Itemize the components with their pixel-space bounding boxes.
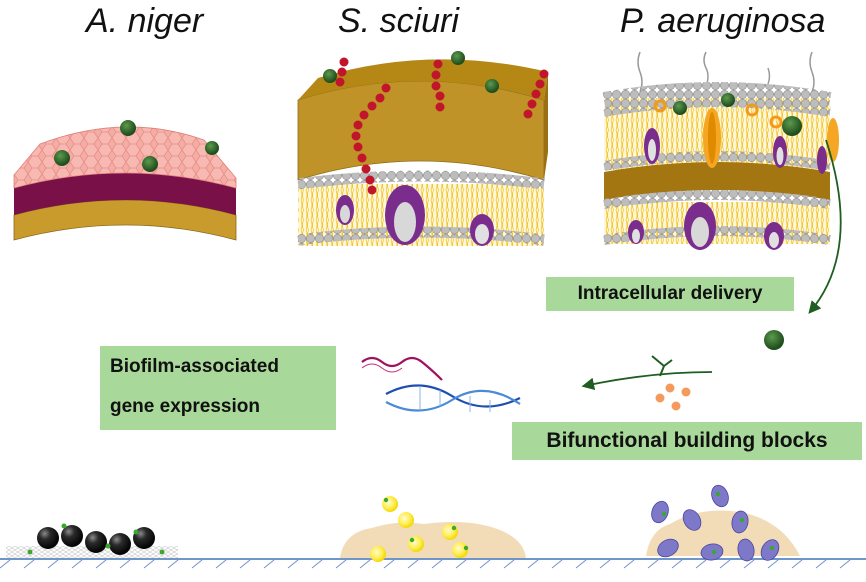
rna-dna-illustration [361, 356, 521, 412]
title-s-sciuri: S. sciuri [338, 2, 459, 40]
nanoparticle [764, 330, 784, 350]
title-p-aeruginosa: P. aeruginosa [620, 2, 826, 40]
bifunctional-building-blocks-label: Bifunctional building blocks [512, 422, 862, 460]
a-niger-wall [13, 120, 237, 241]
nanoparticle [205, 141, 219, 155]
p-aeruginosa-envelope [602, 51, 839, 250]
biofilm-gene-expression-label: Biofilm-associated gene expression [100, 346, 336, 430]
building-block-molecule [651, 355, 673, 377]
biofilm-label-line1: Biofilm-associated [110, 356, 279, 377]
nanoparticle [142, 156, 158, 172]
s-sciuri-wall [297, 51, 549, 246]
delivery-arrow [808, 139, 842, 314]
biofilm-label-line2: gene expression [110, 396, 260, 417]
intracellular-delivery-label: Intracellular delivery [546, 277, 794, 311]
a-niger-biofilm [6, 523, 178, 558]
p-aeruginosa-biofilm [646, 484, 800, 562]
teichoic-acid-chains [335, 57, 549, 195]
assembly-arrow [581, 371, 713, 391]
s-sciuri-biofilm [340, 496, 526, 562]
nanoparticle [120, 120, 136, 136]
building-block-spheres [655, 383, 691, 411]
nanoparticle [54, 150, 70, 166]
surface-substrate [0, 558, 866, 569]
title-a-niger: A. niger [86, 2, 204, 40]
